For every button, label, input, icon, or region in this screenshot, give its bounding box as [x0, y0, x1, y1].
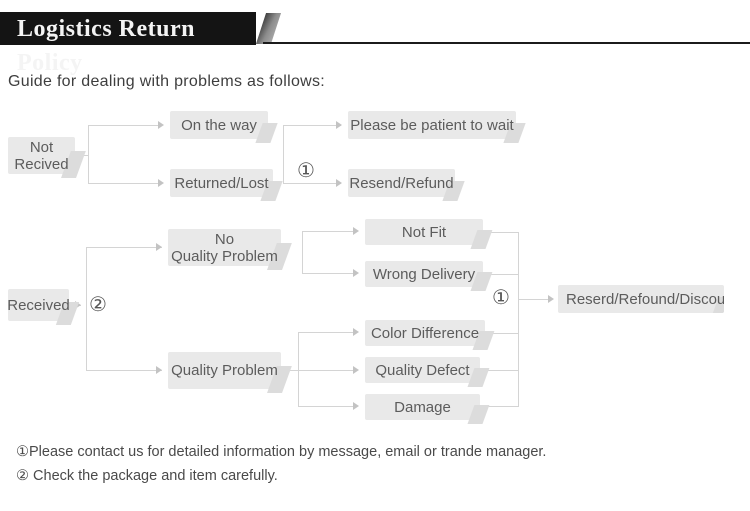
node-on-the-way: On the way [170, 111, 268, 139]
flow-line [283, 125, 284, 184]
page-title: Logistics Return Policy [17, 16, 195, 76]
flow-line [480, 370, 518, 371]
arrow-right-icon [156, 366, 162, 374]
arrow-right-icon [336, 121, 342, 129]
arrow-right-icon [548, 295, 554, 303]
node-wrong-delivery: Wrong Delivery [365, 261, 483, 287]
arrow-right-icon [353, 402, 359, 410]
intro-text: Guide for dealing with problems as follo… [8, 73, 326, 90]
flow-line [302, 231, 357, 232]
node-please-wait: Please be patient to wait [348, 111, 516, 139]
banner-tail-decoration [255, 13, 282, 44]
arrow-right-icon [158, 179, 164, 187]
arrow-right-icon [156, 243, 162, 251]
flow-line [518, 299, 552, 300]
flow-line [298, 332, 357, 333]
flow-line [283, 183, 341, 184]
arrow-right-icon [158, 121, 164, 129]
flow-line [298, 370, 357, 371]
node-quality-problem: Quality Problem [168, 352, 281, 389]
node-not-received: Not Recived [8, 137, 75, 174]
footnote-2: ② Check the package and item carefully. [16, 468, 278, 484]
flow-line [302, 273, 357, 274]
flow-line [88, 125, 162, 126]
arrow-right-icon [353, 366, 359, 374]
arrow-right-icon [353, 328, 359, 336]
flow-line [483, 232, 518, 233]
page-title-banner: Logistics Return Policy [0, 12, 256, 76]
flow-line [518, 232, 519, 407]
flow-line [283, 125, 341, 126]
circled-two-marker: ② [89, 294, 107, 316]
circled-one-marker: ① [492, 287, 510, 309]
arrow-right-icon [336, 179, 342, 187]
node-resend-refund-discount: Reserd/Refound/Discoun [558, 285, 724, 313]
flow-line [480, 406, 518, 407]
node-resend-refund: Resend/Refund [348, 169, 455, 197]
node-no-quality-problem: No Quality Problem [168, 229, 281, 266]
node-quality-defect: Quality Defect [365, 357, 480, 383]
flow-line [302, 231, 303, 273]
footnote-1: ①Please contact us for detailed informat… [16, 444, 547, 460]
flow-line [88, 183, 162, 184]
arrow-right-icon [353, 227, 359, 235]
header-rule [263, 42, 750, 44]
flow-line [298, 406, 357, 407]
node-received: Received [7, 289, 70, 321]
flow-line [298, 332, 299, 407]
circled-one-marker: ① [297, 160, 315, 182]
node-not-fit: Not Fit [365, 219, 483, 245]
node-color-difference: Color Difference [365, 320, 485, 346]
arrow-right-icon [353, 269, 359, 277]
flow-line [86, 370, 162, 371]
flow-line [485, 333, 518, 334]
flow-line [86, 247, 87, 371]
node-damage: Damage [365, 394, 480, 420]
flow-line [483, 274, 518, 275]
flow-line [88, 125, 89, 184]
node-returned-lost: Returned/Lost [170, 169, 273, 197]
flow-line [86, 247, 162, 248]
